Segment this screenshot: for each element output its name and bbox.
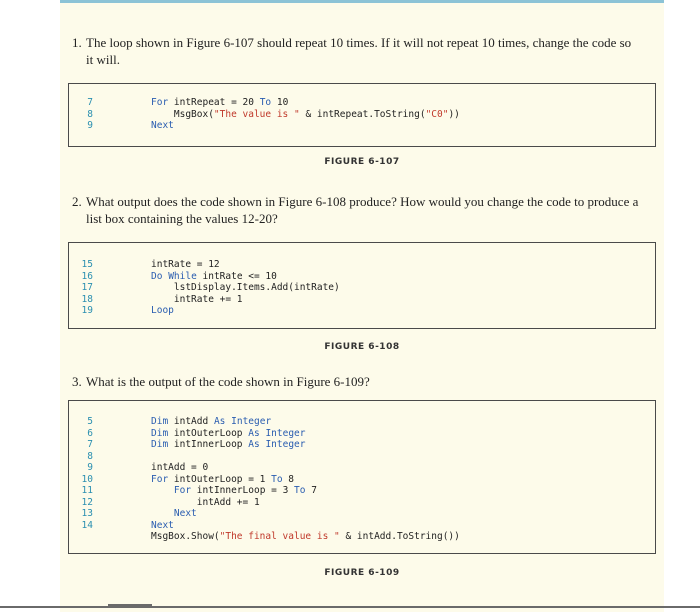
figure-caption: FIGURE 6-109 [324,568,400,578]
code-line: Dim intAdd As Integer [151,416,272,427]
code-line-number: 10 [81,473,93,485]
code-line-number: 11 [81,485,93,496]
question-2: 2. What output does the code shown in Fig… [72,193,642,227]
bottom-rule [0,606,700,608]
code-line-number: 14 [81,519,93,531]
code-line-number: 9 [87,462,93,473]
question-3: 3. What is the output of the code shown i… [72,373,642,390]
question-text-line: list box containing the values 12-20? [86,211,278,226]
code-line-number: 6 [87,427,93,439]
code-line: intAdd = 0 [151,462,209,473]
code-line-number: 9 [87,120,93,131]
code-line: Dim intOuterLoop As Integer [151,427,306,439]
code-line-number: 19 [81,305,93,316]
question-number: 3. [72,374,82,389]
question-number: 1. [72,35,82,50]
question-text-line: What is the output of the code shown in … [86,374,370,389]
code-line-number: 5 [87,416,93,427]
code-line: Loop [151,305,174,316]
question-number: 2. [72,194,82,209]
code-line: Dim intInnerLoop As Integer [151,439,306,450]
code-line: Next [151,519,174,531]
top-rule [60,0,664,3]
question-1: 1. The loop shown in Figure 6-107 should … [72,34,642,68]
code-line-number: 8 [87,108,93,120]
code-line: For intInnerLoop = 3 To 7 [173,485,317,496]
bottom-tick [108,604,152,606]
code-line-number: 7 [87,97,93,108]
code-line: intAdd += 1 [151,496,260,508]
code-line-number: 13 [81,508,93,519]
code-line: MsgBox("The value is " & intRepeat.ToStr… [151,108,460,120]
code-line-number: 16 [81,270,93,282]
question-text-line: it will. [86,52,120,67]
code-line: MsgBox.Show("The final value is " & intA… [151,531,460,542]
code-line-number: 7 [87,439,93,450]
code-line-number: 17 [81,282,93,293]
code-line-number: 12 [81,496,93,508]
code-line: For intOuterLoop = 1 To 8 [151,473,295,485]
figure-caption: FIGURE 6-107 [324,157,400,167]
code-line: Next [173,508,197,519]
figure-caption: FIGURE 6-108 [324,342,400,352]
code-line-number: 15 [81,259,93,270]
question-text-line: The loop shown in Figure 6-107 should re… [86,35,632,50]
code-line-number: 8 [87,450,93,462]
code-line: intRate += 1 [151,293,243,305]
code-line-number: 18 [81,293,93,305]
code-line: Next [151,120,174,131]
code-line: intRate = 12 [151,259,220,270]
code-line: lstDisplay.Items.Add(intRate) [151,282,340,293]
code-line: Do While intRate <= 10 [151,270,277,282]
code-line: For intRepeat = 20 To 10 [151,97,289,108]
question-text-line: What output does the code shown in Figur… [86,194,639,209]
